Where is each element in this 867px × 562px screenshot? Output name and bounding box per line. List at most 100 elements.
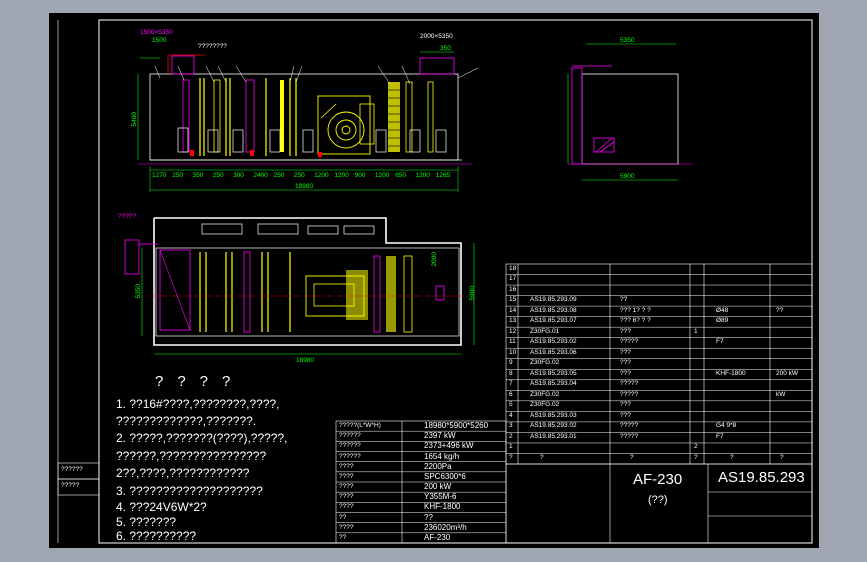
part-code: AS19.85.293.05 xyxy=(530,369,577,377)
plan-view xyxy=(124,217,475,355)
part-name: ????? xyxy=(620,422,639,430)
elev-segment-dim: 250 xyxy=(293,172,305,179)
spec-value: KHF-1800 xyxy=(424,502,461,512)
elev-top-label: ???????? xyxy=(198,43,227,50)
part-no: 17 xyxy=(509,275,517,283)
spec-value: AF-230 xyxy=(424,532,451,542)
part-name: ??? xyxy=(620,369,631,377)
elev-segment-dim: 1200 xyxy=(334,172,349,179)
elev-segment-dim: 1200 xyxy=(374,172,390,179)
part-no: 6 xyxy=(509,390,513,398)
spec-label: ???? xyxy=(339,483,354,490)
spec-label: ???? xyxy=(339,493,354,501)
spec-label: ???? xyxy=(339,503,354,511)
part-no: 9 xyxy=(509,359,513,367)
note-line: 4. ???24V6W*2? xyxy=(116,500,207,514)
title-model: AF-230 xyxy=(633,471,683,488)
elev-segment-dim: 1270 xyxy=(152,172,167,179)
elev-segment-dim: 250 xyxy=(172,172,184,179)
part-code: AS19.85.293.09 xyxy=(530,296,577,304)
elev-segment-dim: 300 xyxy=(233,172,244,179)
spec-label: ?????? xyxy=(339,442,361,450)
part-code: AS19.85.293.02 xyxy=(530,338,577,346)
note-line: 2??,????,???????????? xyxy=(116,466,250,480)
part-spec: KHF-1800 xyxy=(716,369,746,377)
note-line: ??????,???????????????? xyxy=(116,449,267,463)
part-no: 11 xyxy=(509,338,516,346)
part-no: 18 xyxy=(509,264,517,272)
part-no: 5 xyxy=(509,401,513,409)
part-name: ?? xyxy=(620,296,628,304)
title-drawing-code: AS19.85.293 xyxy=(718,469,805,486)
part-code: Z30FG.02 xyxy=(530,359,560,367)
note-line: 3. ???????????????????? xyxy=(116,484,263,498)
spec-value: 200 kW xyxy=(424,482,452,491)
plan-dim-right2: 2000 xyxy=(430,252,438,267)
part-code: AS19.85.293.04 xyxy=(530,380,577,388)
part-note: 200 kW xyxy=(776,369,799,377)
notes-title: ???? xyxy=(155,373,245,390)
part-code: AS19.85.293.01 xyxy=(530,432,577,440)
part-name: ??? xyxy=(620,359,631,367)
elev-segment-dim: 1265 xyxy=(435,172,451,179)
note-line: 2. ?????,???????(????),?????, xyxy=(116,431,288,445)
left-strip-label-1: ?????? xyxy=(61,466,83,473)
part-code: Z30FG.02 xyxy=(530,401,560,409)
spec-value: 18980*5900*5260 xyxy=(424,421,489,430)
part-no: 15 xyxy=(509,296,517,304)
spec-label: ?????? xyxy=(339,432,361,440)
elev-segment-dim: 1200 xyxy=(314,172,329,179)
spec-label: ?????(L*W*H) xyxy=(339,422,381,429)
spec-value: SPC6300*6 xyxy=(424,471,466,481)
title-model-sub: (??) xyxy=(648,494,668,506)
part-name: ??? 6? ? ? xyxy=(620,317,651,325)
note-line: 6. ?????????? xyxy=(116,529,197,543)
part-no: 10 xyxy=(509,348,517,356)
part-qty: 1 xyxy=(694,327,698,335)
elev-segment-dim: 250 xyxy=(212,172,224,179)
part-name: ????? xyxy=(620,390,639,398)
part-no: 4 xyxy=(509,411,513,419)
spec-value: 2397 kW xyxy=(424,431,456,441)
spec-label: ?????? xyxy=(339,452,361,460)
parts-header-cell: ? xyxy=(780,454,784,462)
segment-ticks xyxy=(149,166,459,192)
part-no: 16 xyxy=(509,285,517,293)
part-no: 12 xyxy=(509,327,517,335)
spec-value: 2200Pa xyxy=(424,461,452,471)
part-name: ??? xyxy=(620,327,631,335)
part-code: AS19.85.293.02 xyxy=(530,422,577,430)
part-no: 1 xyxy=(509,443,513,451)
note-line: 5. ??????? xyxy=(116,515,177,529)
spec-value: 236020m³/h xyxy=(424,522,467,532)
part-name: ????? xyxy=(620,338,639,346)
spec-value: Y355M-6 xyxy=(424,492,457,502)
parts-header-cell: ? xyxy=(509,454,513,462)
parts-header-cell: ? xyxy=(540,454,544,462)
part-note: ?? xyxy=(776,306,784,314)
elev-segment-dim: 250 xyxy=(273,172,285,179)
elevation-view xyxy=(137,51,479,192)
part-name: ??? xyxy=(620,401,631,409)
part-code: AS19.85.293.07 xyxy=(530,317,577,325)
part-name: ????? xyxy=(620,432,639,440)
elev-segment-dim: 650 xyxy=(395,172,407,179)
part-name: ??? 1? ? ? xyxy=(620,306,651,314)
parts-header-cell: ? xyxy=(694,454,698,462)
elev-dim-total: 18980 xyxy=(295,183,314,190)
elev-dim-right2: 350 xyxy=(440,45,451,52)
part-no: 2 xyxy=(509,432,513,440)
elev-segment-dim: 350 xyxy=(192,172,204,179)
part-spec: Ø89 xyxy=(716,317,729,325)
part-spec: F7 xyxy=(716,432,724,440)
note-line: 1. ??16#????,????????,????, xyxy=(116,397,280,411)
part-spec: Ø48 xyxy=(716,306,729,314)
elev-dim-left2: 1500 xyxy=(152,37,167,44)
spec-label: ???? xyxy=(339,523,354,531)
spec-label: ???? xyxy=(339,472,354,480)
part-name: ????? xyxy=(620,380,639,388)
part-no: 3 xyxy=(509,422,513,430)
side-view xyxy=(567,43,692,181)
spec-value: 1654 kg/h xyxy=(424,451,460,461)
